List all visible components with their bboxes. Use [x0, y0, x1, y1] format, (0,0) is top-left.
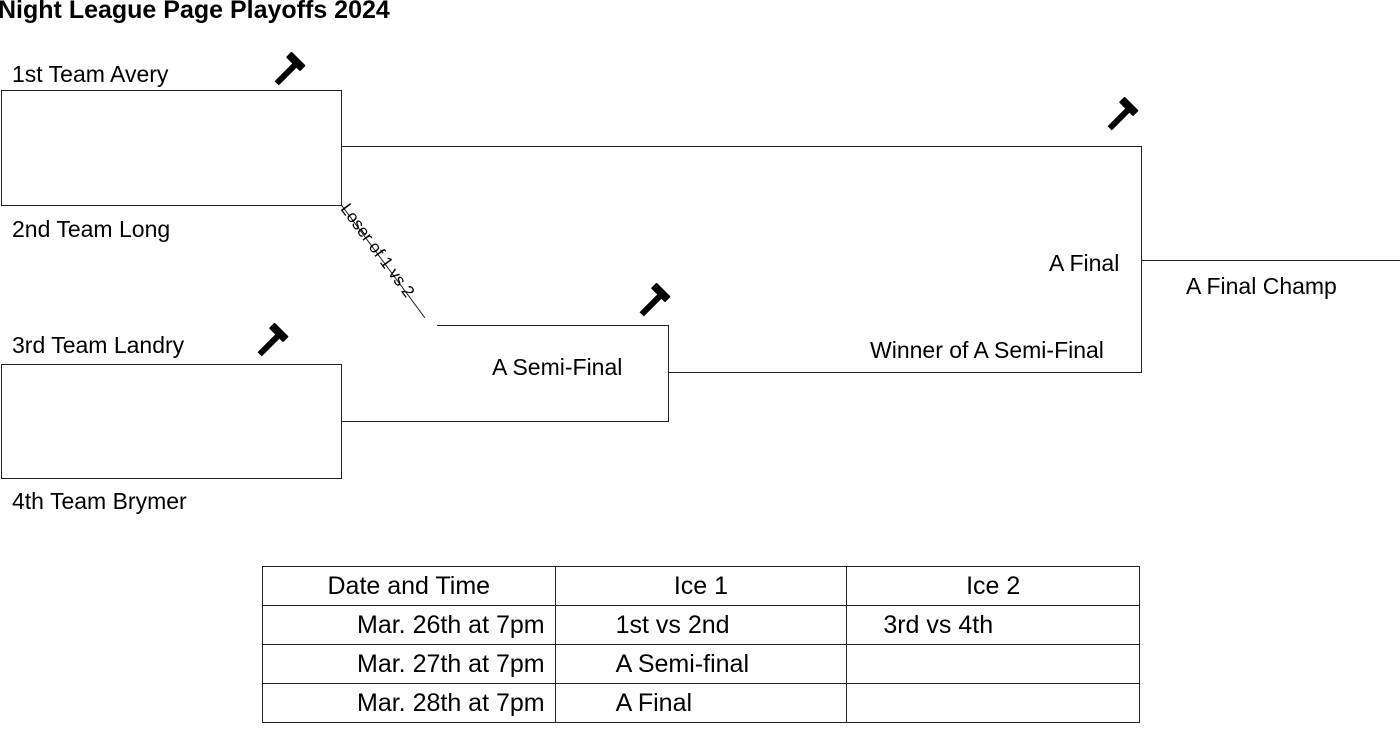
ice-2-cell: [846, 683, 1140, 723]
page-title: Night League Page Playoffs 2024: [0, 0, 390, 24]
champ-line: [1141, 260, 1400, 261]
team-4-label: 4th Team Brymer: [12, 488, 187, 514]
ice-1-cell: A Final: [554, 683, 848, 723]
ice-1-cell: 1st vs 2nd: [554, 605, 848, 645]
hammer-icon: [257, 323, 289, 357]
schedule-table: Date and Time Ice 1 Ice 2 Mar. 26th at 7…: [262, 566, 1140, 723]
ice-2-cell: 3rd vs 4th: [846, 605, 1140, 645]
date-cell: Mar. 27th at 7pm: [262, 644, 556, 684]
team-2-label: 2nd Team Long: [12, 216, 171, 242]
header-ice-1: Ice 1: [554, 566, 848, 606]
ice-2-cell: [846, 644, 1140, 684]
date-cell: Mar. 28th at 7pm: [262, 683, 556, 723]
winner-semi-line: [668, 372, 1142, 373]
hammer-icon: [274, 52, 306, 86]
match-3-vs-4-box: [1, 364, 342, 479]
team-3-label: 3rd Team Landry: [12, 332, 185, 358]
header-ice-2: Ice 2: [846, 566, 1140, 606]
table-row: Mar. 26th at 7pm 1st vs 2nd 3rd vs 4th: [262, 605, 1140, 645]
table-row: Mar. 27th at 7pm A Semi-final: [262, 644, 1140, 684]
loser-label: Loser of 1 vs 2: [336, 200, 419, 301]
semi-final-label: A Semi-Final: [492, 354, 623, 380]
final-bracket-vline: [1141, 146, 1142, 373]
match-1-vs-2-box: [1, 90, 342, 206]
hammer-icon: [1107, 97, 1139, 131]
champ-label: A Final Champ: [1186, 273, 1337, 299]
final-label: A Final: [1049, 250, 1120, 276]
table-row: Mar. 28th at 7pm A Final: [262, 683, 1140, 723]
semi-vline: [668, 325, 669, 422]
hammer-icon: [639, 283, 671, 317]
winner-semi-label: Winner of A Semi-Final: [870, 337, 1104, 363]
semi-bottom-line: [342, 421, 669, 422]
team-1-label: 1st Team Avery: [12, 61, 169, 87]
table-header-row: Date and Time Ice 1 Ice 2: [262, 566, 1140, 606]
date-cell: Mar. 26th at 7pm: [262, 605, 556, 645]
semi-top-line: [437, 325, 669, 326]
ice-1-cell: A Semi-final: [554, 644, 848, 684]
winner-1-vs-2-line: [342, 146, 1142, 147]
header-date-time: Date and Time: [262, 566, 556, 606]
